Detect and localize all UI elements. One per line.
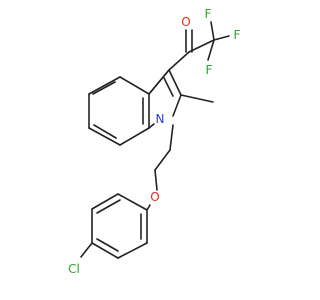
- bond: [119, 76, 150, 95]
- bond: [80, 242, 93, 258]
- bond: [96, 238, 119, 252]
- bond: [88, 76, 121, 95]
- bond: [91, 242, 119, 259]
- bond: [180, 94, 214, 103]
- bond: [213, 35, 230, 41]
- fluorine-label-bottom: F: [206, 63, 213, 77]
- bond: [207, 39, 215, 61]
- bond: [188, 39, 215, 53]
- chlorine-label: Cl: [68, 262, 80, 276]
- bond: [163, 77, 174, 97]
- bond: [154, 169, 158, 191]
- bond: [96, 199, 121, 214]
- bond: [210, 21, 215, 41]
- bond: [117, 193, 148, 211]
- bond: [154, 149, 171, 171]
- ether-oxygen-label: O: [150, 190, 159, 204]
- bond: [146, 204, 151, 211]
- bond-layer: [80, 21, 230, 259]
- nitrogen-label: N: [156, 112, 165, 126]
- carbonyl-oxygen-label: O: [181, 15, 190, 29]
- bond: [169, 124, 174, 151]
- bond: [91, 193, 119, 210]
- bond: [117, 242, 148, 259]
- bond: [148, 69, 170, 95]
- bond: [93, 124, 117, 139]
- fluorine-label-top: F: [205, 7, 212, 21]
- bond: [168, 69, 182, 96]
- bond: [172, 94, 182, 117]
- bond: [168, 51, 190, 71]
- atom-label-layer: O F F F N O Cl: [68, 7, 240, 276]
- bond: [92, 81, 116, 95]
- bond: [119, 127, 150, 146]
- fluorine-label-right: F: [234, 28, 241, 42]
- bond: [88, 127, 121, 146]
- bond: [148, 123, 155, 129]
- molecule-structure: O F F F N O Cl: [68, 7, 240, 276]
